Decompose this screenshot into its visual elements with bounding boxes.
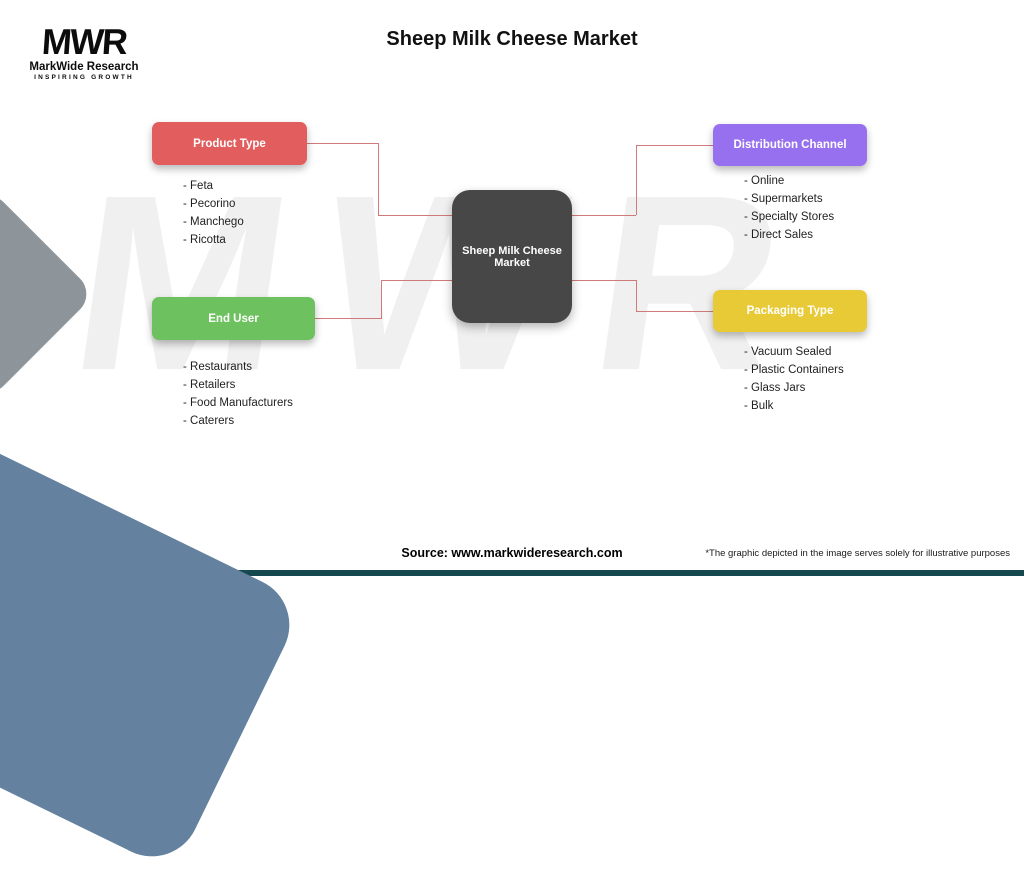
connector-distribution [572,215,636,216]
segment-box-product-type: Product Type [152,122,307,165]
logo-monogram: MWR [40,21,128,62]
segment-list-item: - Ricotta [183,234,226,246]
connector-packaging [636,311,713,312]
segment-list-item: - Restaurants [183,361,253,373]
logo-tagline: INSPIRING GROWTH [34,74,134,81]
segment-list-distribution-channel: - Online - Supermarkets - Specialty Stores… [744,172,834,244]
segment-label-product-type: Product Type [193,137,266,150]
segment-list-end-user: - Restaurants - Retailers - Food Manufactu… [183,358,293,430]
segment-list-item: - Plastic Containers [744,364,844,376]
disclaimer-text: *The graphic depicted in the image serve… [705,548,1010,559]
connector-product [307,143,378,144]
segment-list-item: - Direct Sales [744,229,814,241]
segment-list-item: - Bulk [744,400,774,412]
segment-list-item: - Manchego [183,216,244,228]
logo-name: MarkWide Research [29,61,139,73]
decor-bottom-bar [0,570,1024,576]
segment-list-product-type: - Feta - Pecorino - Manchego - Ricotta [183,177,244,249]
segment-list-item: - Vacuum Sealed [744,346,832,358]
mwr-watermark: MWR [58,143,837,422]
segment-list-item: - Retailers [183,379,236,391]
page-title: Sheep Milk Cheese Market [386,28,638,50]
center-node-sheep-milk-cheese-market: Sheep Milk Cheese Market [452,190,572,323]
segment-label-packaging-type: Packaging Type [746,305,834,317]
segment-label-distribution-channel: Distribution Channel [733,139,847,151]
segment-label-end-user: End User [208,312,259,325]
source-text: Source: www.markwideresearch.com [401,546,623,560]
segment-list-item: - Online [744,175,785,187]
segment-list-item: - Glass Jars [744,382,806,394]
segment-list-item: - Caterers [183,415,235,427]
segment-list-item: - Food Manufacturers [183,397,293,409]
segment-list-packaging-type: - Vacuum Sealed - Plastic Containers - Gla… [744,343,844,415]
connector-product [378,143,379,215]
connector-end-user [381,280,452,281]
connector-distribution [636,145,713,146]
segment-list-item: - Pecorino [183,198,236,210]
connector-product [378,215,452,216]
connector-end-user [315,318,381,319]
decor-blue-triangle [0,427,306,873]
connector-packaging [636,280,637,312]
segment-box-end-user: End User [152,297,315,340]
connector-end-user [381,280,382,319]
segment-list-item: - Supermarkets [744,193,823,205]
segment-box-distribution-channel: Distribution Channel [713,124,867,166]
connector-packaging [572,280,636,281]
connector-distribution [636,145,637,215]
markwide-logo: MWR MarkWide Research INSPIRING GROWTH [24,21,144,81]
center-node-label: Sheep Milk Cheese Market [462,244,562,269]
segment-box-packaging-type: Packaging Type [713,290,867,332]
segment-list-item: - Specialty Stores [744,211,835,223]
segment-list-item: - Feta [183,180,214,192]
